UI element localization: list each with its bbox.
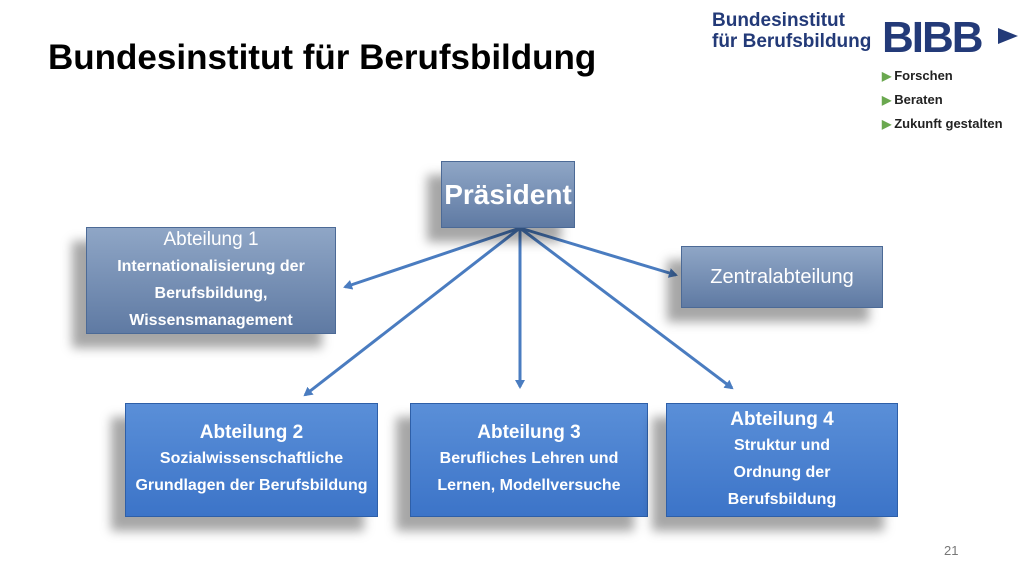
green-triangle-icon: ▶ — [882, 117, 892, 131]
abteilung-3-head: Abteilung 3 — [477, 422, 581, 443]
bibb-mark-icon: BIBB — [882, 13, 1018, 58]
tagline-1: ▶Forschen — [882, 68, 953, 83]
abteilung-3-sub: Berufliches Lehren und Lernen, Modellver… — [437, 450, 621, 494]
bibb-logo: Bundesinstitut für Berufsbildung BIBB ▶F… — [712, 10, 1022, 135]
abteilung-1-head: Abteilung 1 — [163, 229, 259, 250]
slide-title: Bundesinstitut für Berufsbildung — [48, 38, 597, 77]
tagline-3: ▶Zukunft gestalten — [882, 116, 1003, 131]
page-number: 21 — [944, 543, 959, 558]
zentralabteilung-label: Zentralabteilung — [710, 265, 854, 288]
arrow-to-abt4 — [519, 226, 734, 390]
abteilung-3-box: Abteilung 3 Berufliches Lehren und Lerne… — [410, 403, 648, 517]
logo-line-1: Bundesinstitut — [712, 10, 845, 31]
green-triangle-icon: ▶ — [882, 69, 892, 83]
logo-line-2: für Berufsbildung — [712, 31, 872, 52]
abteilung-1-sub: Internationalisierung der Berufsbildung,… — [117, 258, 305, 329]
zentralabteilung-box: Zentralabteilung — [681, 246, 883, 308]
logo-text: Bundesinstitut für Berufsbildung — [712, 10, 871, 52]
president-box: Präsident — [441, 161, 575, 228]
abteilung-2-head: Abteilung 2 — [199, 422, 304, 443]
green-triangle-icon: ▶ — [882, 93, 892, 107]
abteilung-4-sub: Struktur und Ordnung der Berufsbildung — [727, 436, 837, 508]
svg-text:BIBB: BIBB — [882, 13, 982, 58]
abteilung-4-head: Abteilung 4 — [730, 408, 834, 430]
arrow-to-abt2 — [303, 226, 521, 397]
arrow-to-abt1 — [343, 226, 521, 290]
abteilung-4-box: Abteilung 4 Struktur und Ordnung der Ber… — [666, 403, 898, 517]
abteilung-2-box: Abteilung 2 Sozialwissenschaftliche Grun… — [125, 403, 378, 517]
arrow-to-zentral — [519, 226, 678, 278]
president-label: Präsident — [444, 178, 572, 210]
abteilung-1-box: Abteilung 1 Internationalisierung der Be… — [86, 227, 336, 334]
tagline-2: ▶Beraten — [882, 92, 943, 107]
abteilung-2-sub: Sozialwissenschaftliche Grundlagen der B… — [135, 450, 368, 494]
